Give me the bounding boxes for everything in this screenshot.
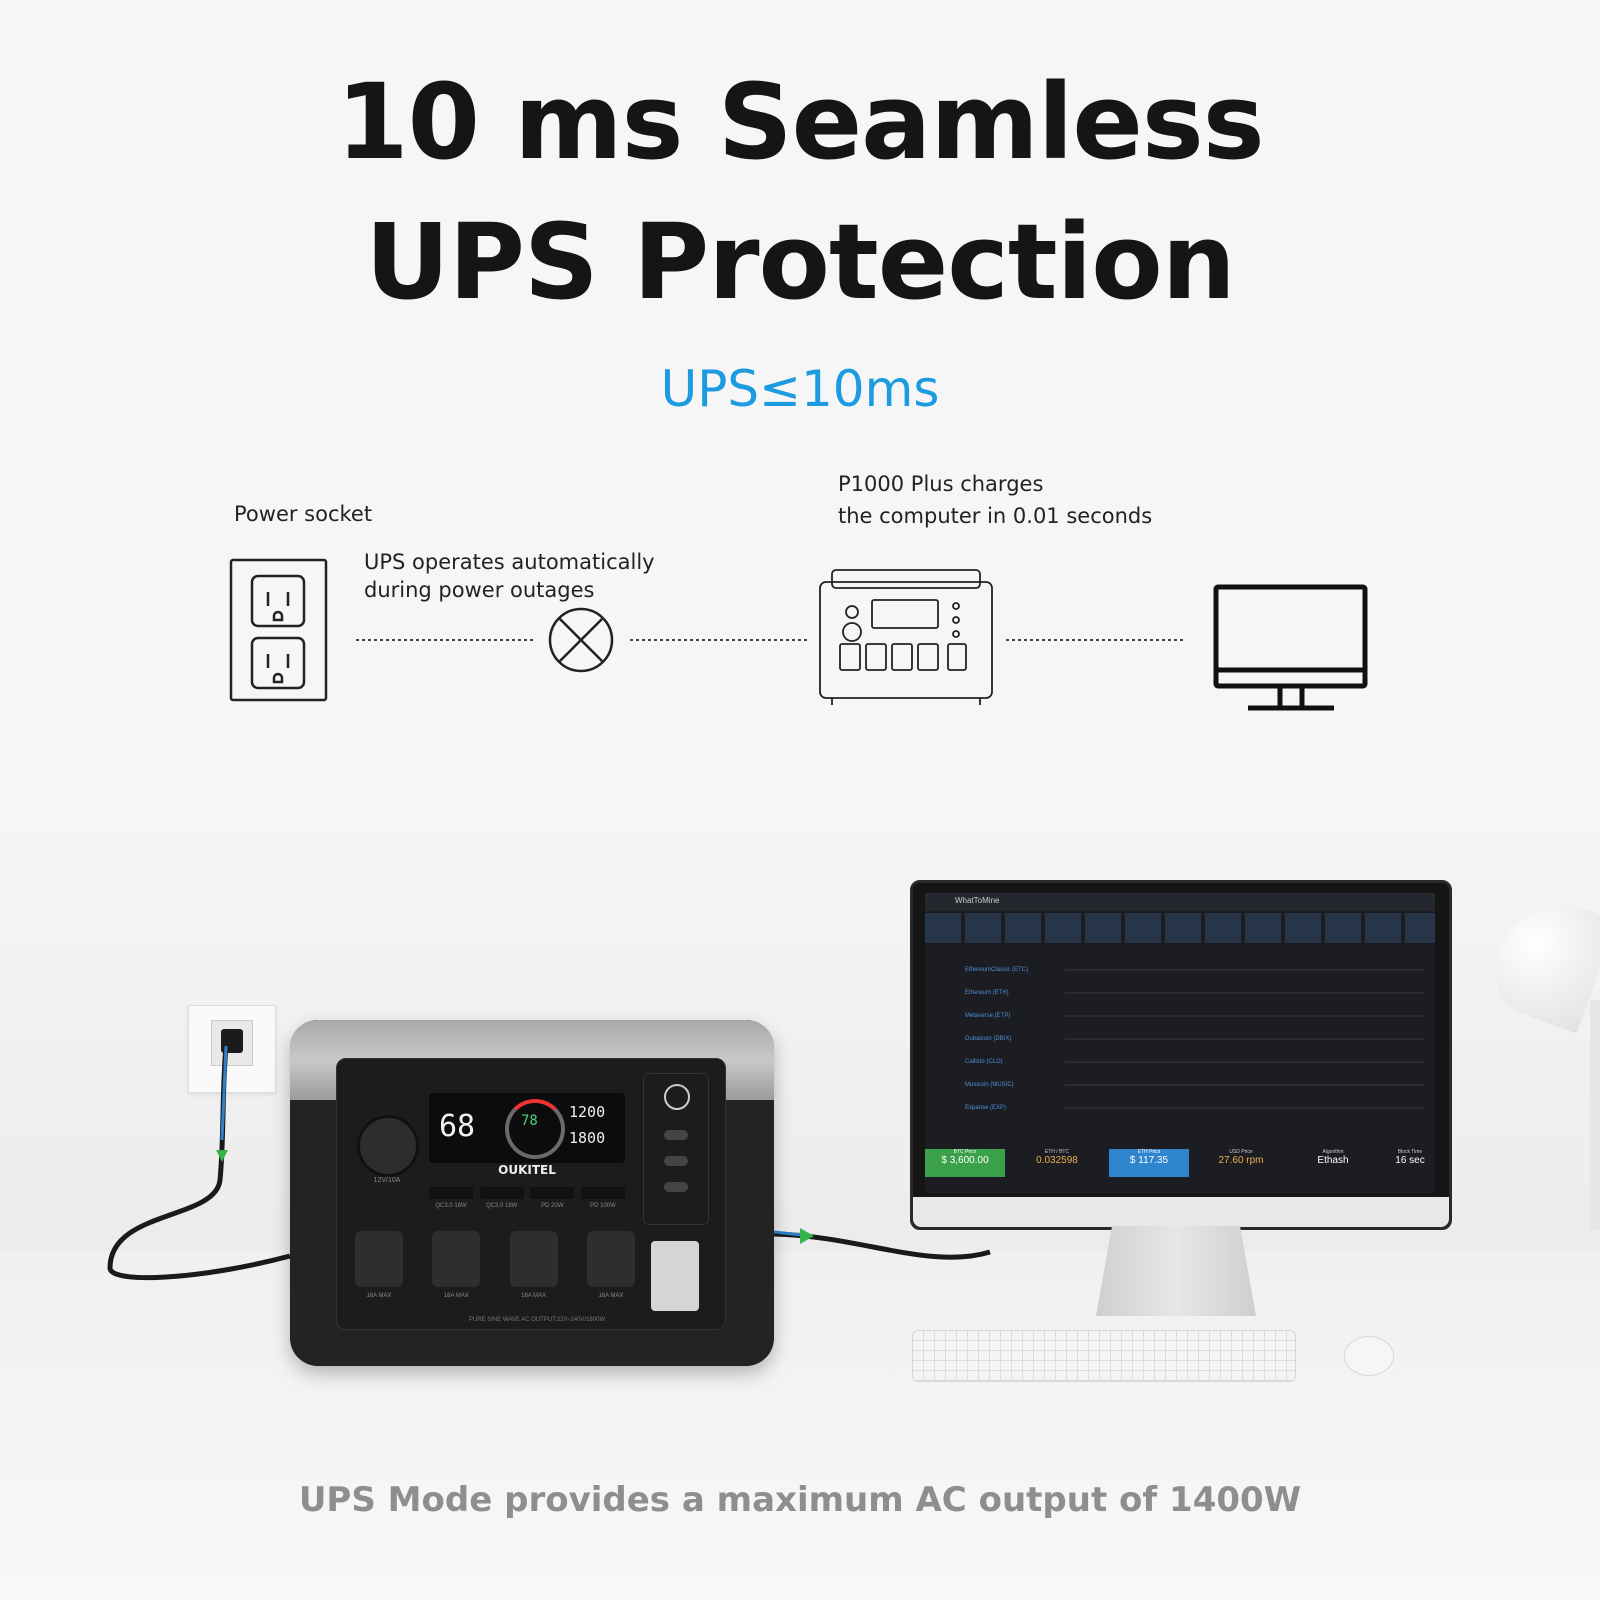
socket-label: Power socket [234,502,373,526]
charge-label-line-1: P1000 Plus charges [838,472,1044,496]
bottom-caption: UPS Mode provides a maximum AC output of… [298,1480,1302,1520]
dc-button[interactable] [664,1130,688,1140]
ac-outlet-label: 16A MAX [443,1293,469,1299]
coin-name[interactable]: Musicoin (MUSIC) [965,1082,1014,1088]
headline-line-1: 10 ms Seamless [336,61,1264,183]
input-port-cover [651,1241,699,1311]
input-cable [107,1045,291,1281]
stat-value: $ 117.35 [1129,1155,1169,1166]
usb-port-label: PD 100W [590,1203,616,1209]
ac-outlet-row: 16A MAX 16A MAX 16A MAX 16A MAX [355,1231,635,1315]
input-arrow [216,1150,228,1162]
usb-port-label: PD 20W [541,1203,564,1209]
stat-label: BTC Price [953,1149,977,1155]
stat-label: USD Price [1229,1149,1253,1155]
stat-label: ETH / BTC [1044,1149,1070,1155]
ac-outlet-label: 16A MAX [521,1293,547,1299]
usb-port-label: QC3.0 18W [485,1203,518,1209]
stat-value: $ 3,600.00 [941,1155,989,1166]
stat-label: Block Time [1397,1149,1423,1155]
light-button[interactable] [664,1182,688,1192]
outage-label-line-2: during power outages [364,578,595,602]
front-panel: 68 78 1200 1800 OUKITEL 12V/10A QC3.0 18… [336,1058,726,1330]
ac-button[interactable] [664,1156,688,1166]
coin-name[interactable]: Metaverse (ETP) [965,1013,1011,1019]
lcd-display: 68 78 1200 1800 [429,1093,625,1163]
power-button-icon[interactable] [664,1084,690,1110]
car-outlet [357,1115,419,1177]
wall-socket-plate [188,1005,276,1093]
ups-flow-diagram [229,558,1368,711]
coin-name[interactable]: Callisto (CLO) [965,1059,1003,1065]
power-station: 68 78 1200 1800 OUKITEL 12V/10A QC3.0 18… [290,1020,774,1366]
power-station-outline-icon [819,569,993,705]
app-title: WhatToMine [955,896,1000,905]
usb-port-row: QC3.0 18W QC3.0 18W PD 20W PD 100W [429,1187,625,1219]
battery-percent: 68 [439,1109,476,1144]
control-column [643,1073,709,1225]
headline: 10 ms Seamless UPS Protection [0,52,1600,332]
ups-time-subhead: UPS≤10ms [660,360,940,418]
filter-bar [925,913,1435,943]
wall-outlet-icon [229,558,328,702]
charge-label-line-2: the computer in 0.01 seconds [838,504,1153,528]
output-spec-text: PURE SINE WAVE AC OUTPUT:220~240V/1800W [468,1317,606,1323]
outage-cross-icon [548,607,614,673]
coin-name[interactable]: Dubaicoin (DBIX) [965,1036,1012,1042]
coin-list: EthereumClassic (ETC) Ethereum (ETH) Met… [965,959,1055,1120]
stat-value: 27.60 rpm [1218,1155,1264,1166]
desktop-monitor: WhatToMine EthereumClassic (ETC) Ethereu… [910,880,1452,1230]
stat-label: Algorithm [1322,1149,1344,1155]
dc-label: 12V/10A [373,1177,401,1184]
monitor-screen: WhatToMine EthereumClassic (ETC) Ethereu… [925,893,1435,1193]
outage-label: UPS operates automatically during power … [364,548,655,604]
stat-value: 0.032598 [1036,1155,1078,1166]
desk-surface [0,1250,1600,1600]
outage-label-line-1: UPS operates automatically [364,550,655,574]
coin-name[interactable]: EthereumClassic (ETC) [965,967,1029,973]
mouse [1344,1336,1394,1376]
coin-name[interactable]: Ethereum (ETH) [965,990,1009,996]
ac-outlet-label: 16A MAX [598,1293,624,1299]
keyboard [912,1330,1296,1382]
computer-monitor-icon [1213,584,1368,711]
battery-ring [505,1099,565,1159]
ac-outlet-label: 16A MAX [366,1293,392,1299]
coin-name[interactable]: Expanse (EXP) [965,1105,1007,1111]
charge-label: P1000 Plus charges the computer in 0.01 … [838,468,1152,532]
input-watts: 1200 [569,1103,606,1121]
stat-value: 16 sec [1395,1155,1425,1166]
browser-bar: WhatToMine [925,893,1435,911]
headline-line-2: UPS Protection [365,201,1236,323]
brand-logo: OUKITEL [498,1163,556,1177]
output-watts: 1800 [569,1129,606,1147]
desk-lamp-arm [1590,1000,1600,1230]
stat-label: ETH Price [1137,1149,1161,1155]
output-arrow [800,1228,814,1244]
usb-port-label: QC3.0 18W [435,1203,467,1209]
monitor-chin [913,1197,1449,1227]
data-table [1065,959,1425,1119]
ring-value: 78 [521,1113,538,1129]
monitor-stand [1096,1226,1256,1316]
stat-value: Ethash [1317,1155,1349,1166]
